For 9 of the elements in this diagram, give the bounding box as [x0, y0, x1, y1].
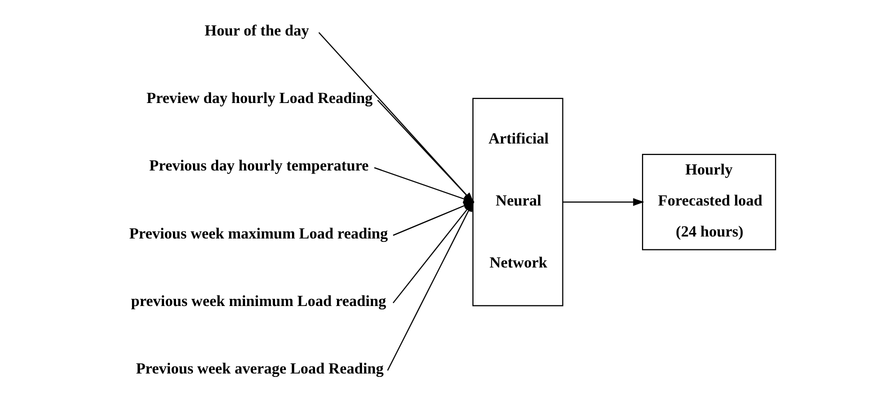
node-box: Artificial Neural Network [472, 98, 564, 306]
node-text: Preview day hourly Load Reading [146, 90, 373, 108]
arrow [562, 198, 644, 206]
node-text: previous week minimum Load reading [130, 292, 386, 310]
node-box: Hourly Forecasted load (24 hours) [642, 154, 776, 250]
node-text: Previous day hourly temperature [149, 158, 369, 175]
node-text: Hour of the day [204, 22, 310, 40]
node-text: Previous week average Load Reading [136, 360, 384, 378]
node-text: Previous week maximum Load reading [129, 225, 388, 242]
